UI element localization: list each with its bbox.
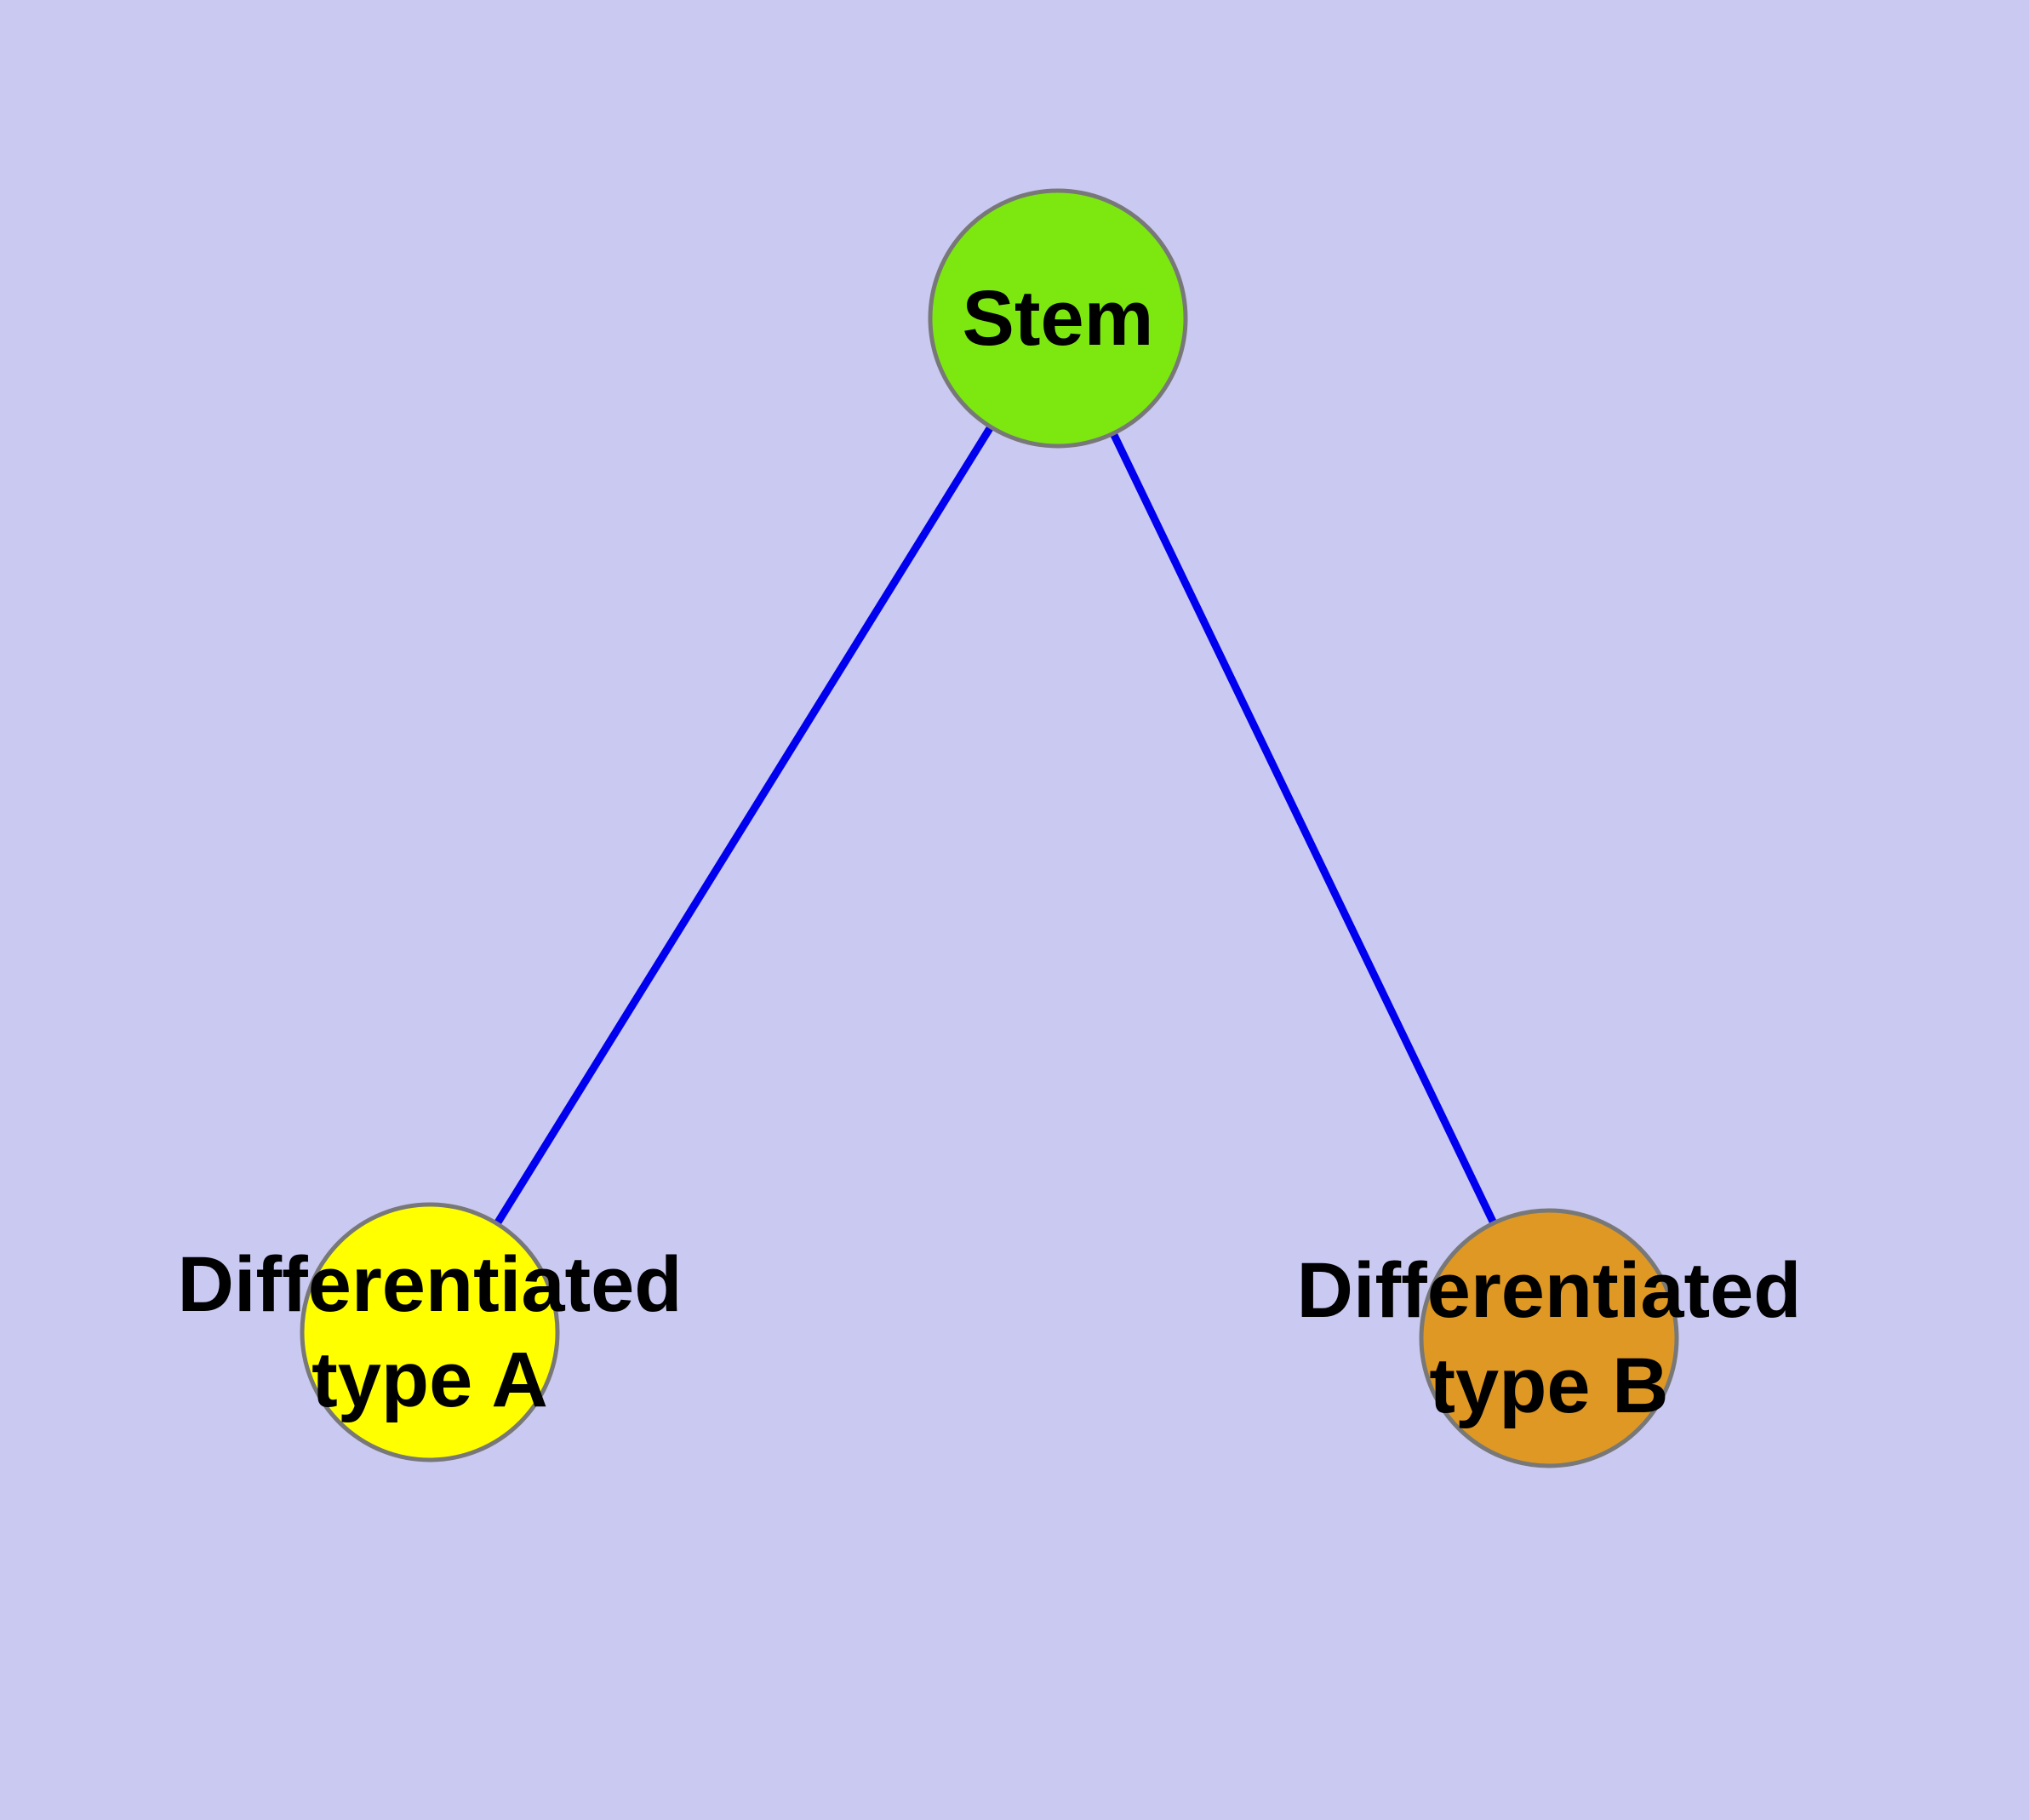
node-type-b[interactable] — [1419, 1208, 1679, 1468]
node-stem[interactable] — [928, 188, 1188, 449]
node-type-a[interactable] — [300, 1202, 560, 1462]
edge-stem-to-type-b — [1054, 314, 1553, 1342]
edge-stem-to-type-a — [426, 314, 1062, 1336]
